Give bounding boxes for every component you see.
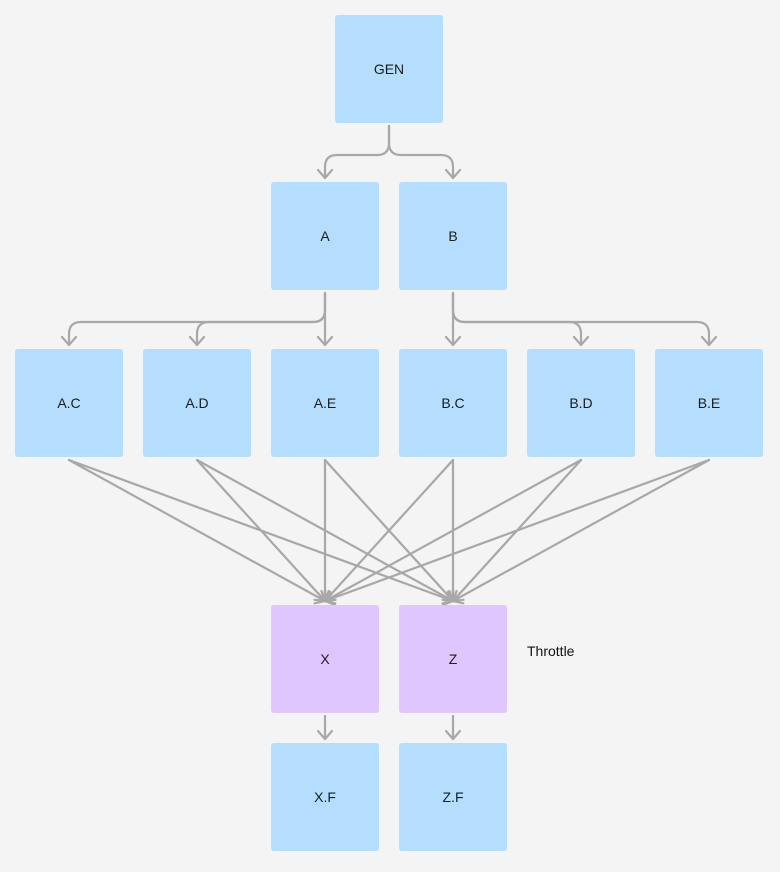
edges-layer [60, 124, 718, 741]
node-label-x: X [320, 651, 330, 667]
throttle-annotation: Throttle [527, 643, 575, 659]
node-label-b-c: B.C [441, 395, 464, 411]
node-label-b-e: B.E [698, 395, 721, 411]
node-b-e: B.E [655, 349, 763, 457]
node-box-b-d [527, 349, 635, 457]
node-label-x-f: X.F [314, 789, 336, 805]
edge-a-to-a-d-arrowhead [188, 335, 206, 347]
node-label-z-f: Z.F [443, 789, 464, 805]
node-box-b-c [399, 349, 507, 457]
edge-b-c-to-x [323, 458, 455, 603]
edge-z-to-z-f-arrowhead [444, 729, 462, 741]
edge-a-to-a-e-arrowhead [316, 335, 334, 347]
node-a-d: A.D [143, 349, 251, 457]
node-box-a-c [15, 349, 123, 457]
node-z: Z [399, 605, 507, 713]
node-b: B [399, 182, 507, 290]
nodes-layer: GEN A B A.C A.D A.E B.C B.D B.E X Z X.F Z.F [15, 15, 763, 851]
edge-b-to-b-d-arrowhead [572, 335, 590, 347]
edge-a-c-to-x [67, 458, 327, 603]
node-box-z [399, 605, 507, 713]
node-box-a-e [271, 349, 379, 457]
edge-b-e-to-x-arrowhead [323, 590, 337, 606]
edge-b-to-b-d [451, 291, 583, 347]
edge-b-to-b-e [451, 291, 711, 347]
node-a-c: A.C [15, 349, 123, 457]
node-label-a-d: A.D [185, 395, 208, 411]
node-a-e: A.E [271, 349, 379, 457]
node-label-b-d: B.D [569, 395, 592, 411]
edge-b-to-b-c-arrowhead [444, 335, 462, 347]
node-label-gen: GEN [374, 61, 404, 77]
edge-gen-to-b-arrowhead [444, 168, 462, 180]
node-label-a: A [320, 228, 330, 244]
edge-b-e-to-z [451, 458, 711, 603]
node-box-z-f [399, 743, 507, 851]
node-z-f: Z.F [399, 743, 507, 851]
node-box-x-f [271, 743, 379, 851]
node-box-a [271, 182, 379, 290]
edge-a-to-a-c-arrowhead [60, 335, 78, 347]
edge-gen-to-a [323, 124, 391, 180]
edge-gen-to-a-arrowhead [316, 168, 334, 180]
edge-a-to-a-d [195, 291, 327, 347]
node-box-x [271, 605, 379, 713]
node-b-d: B.D [527, 349, 635, 457]
node-a: A [271, 182, 379, 290]
node-box-gen [335, 15, 443, 123]
node-b-c: B.C [399, 349, 507, 457]
node-label-a-c: A.C [57, 395, 80, 411]
edge-x-to-x-f-arrowhead [316, 729, 334, 741]
edge-b-d-to-x [323, 458, 583, 603]
node-box-a-d [143, 349, 251, 457]
node-gen: GEN [335, 15, 443, 123]
node-box-b-e [655, 349, 763, 457]
node-label-b: B [448, 228, 457, 244]
edge-gen-to-b [387, 124, 455, 180]
node-x: X [271, 605, 379, 713]
node-label-a-e: A.E [314, 395, 337, 411]
node-x-f: X.F [271, 743, 379, 851]
node-box-b [399, 182, 507, 290]
edge-a-d-to-x [195, 458, 327, 603]
node-label-z: Z [449, 651, 458, 667]
edge-b-e-to-x [323, 458, 711, 603]
edge-b-e-to-z-arrowhead [451, 589, 465, 605]
edge-b-to-b-e-arrowhead [700, 335, 718, 347]
